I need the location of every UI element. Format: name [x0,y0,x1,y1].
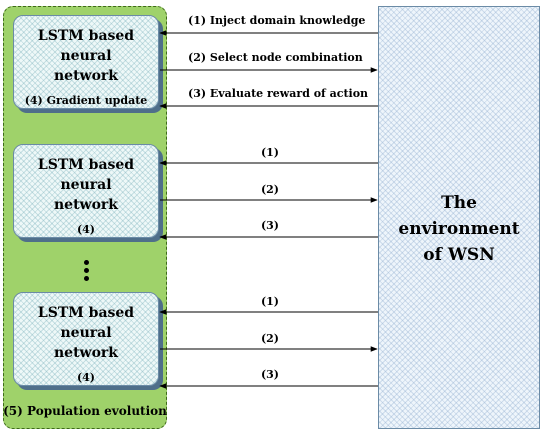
network-1-step: (4) Gradient update [24,94,148,107]
lstm-network-2: LSTM based neural network (4) [13,144,159,238]
edge-label-2-3: (3) [260,219,280,232]
network-1-title: LSTM based neural network [37,28,135,84]
network-3-step: (4) [76,371,96,384]
edge-label-1-3: (3) Evaluate reward of action [188,87,369,100]
network-3-title: LSTM based neural network [37,305,135,361]
lstm-network-3: LSTM based neural network (4) [13,292,159,386]
ellipsis-dot-3 [84,276,89,281]
environment-label: The environment of WSN [378,190,540,268]
edge-label-2-2: (2) [260,183,280,196]
edge-label-1-2: (2) Select node combination [188,51,363,64]
edge-label-3-2: (2) [260,332,280,345]
network-2-title: LSTM based neural network [37,157,135,213]
ellipsis-dot-1 [84,260,89,265]
environment-line-1: The environment [398,193,520,239]
environment-box [378,6,540,429]
edge-label-3-1: (1) [260,295,280,308]
edge-label-2-1: (1) [260,146,280,159]
ellipsis-dot-2 [84,268,89,273]
population-label: (5) Population evolution [3,404,167,418]
edge-label-1-1: (1) Inject domain knowledge [188,14,366,27]
environment-line-2: of WSN [423,245,495,265]
lstm-network-1: LSTM based neural network (4) Gradient u… [13,15,159,109]
edge-label-3-3: (3) [260,368,280,381]
network-2-step: (4) [76,223,96,236]
